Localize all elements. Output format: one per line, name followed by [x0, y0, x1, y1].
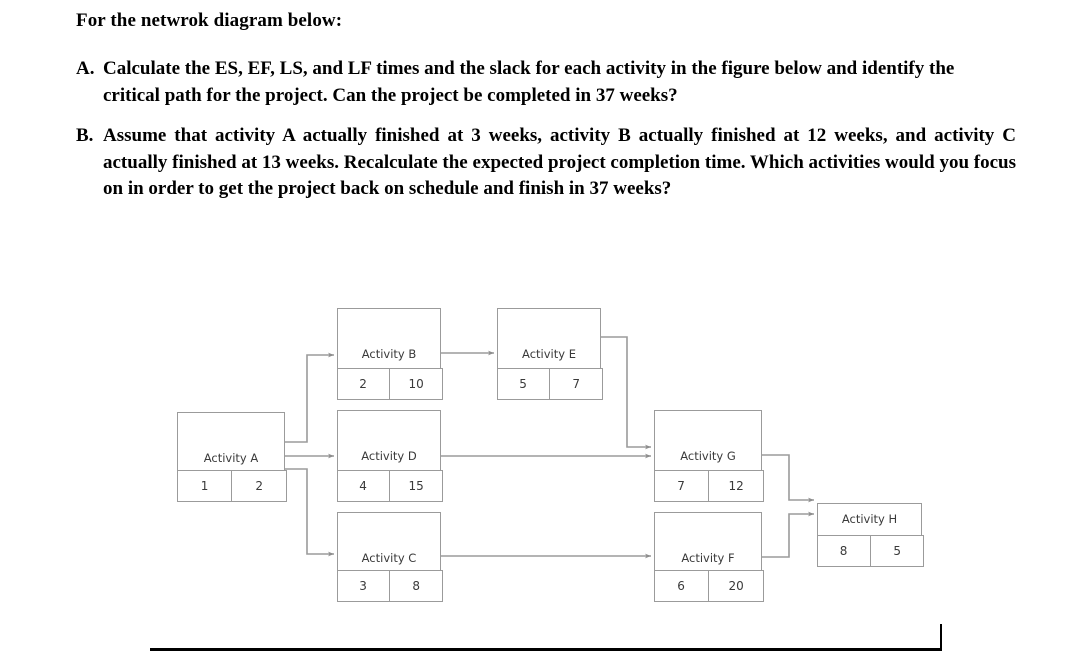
node-g-right-value: 12	[708, 470, 765, 503]
node-g-label: Activity G	[680, 449, 736, 463]
question-item-b: B. Assume that activity A actually finis…	[76, 123, 1016, 203]
edge-g-h	[762, 454, 814, 503]
node-a-label: Activity A	[203, 451, 259, 465]
node-e-right-value: 7	[549, 368, 604, 401]
node-b-left-value: 2	[336, 368, 390, 401]
node-h-label: Activity H	[841, 512, 898, 526]
node-b-label: Activity B	[361, 347, 417, 361]
node-f-left-value: 6	[653, 570, 709, 603]
edge-f-h	[762, 511, 814, 558]
node-activity-g: Activity G 7 12	[653, 410, 765, 503]
question-text-b: Assume that activity A actually finished…	[103, 125, 1016, 199]
edge-a-b	[285, 352, 334, 443]
node-c-left-value: 3	[336, 570, 390, 603]
node-b-right-value: 10	[389, 368, 444, 401]
edge-e-g	[601, 336, 651, 450]
node-e-label: Activity E	[522, 347, 576, 361]
edge-a-c	[285, 468, 334, 557]
node-c-label: Activity C	[361, 551, 417, 565]
node-a-right-value: 2	[231, 470, 288, 503]
footer-vertical-tick	[940, 624, 942, 649]
node-c-right-value: 8	[389, 570, 444, 603]
question-text-a: Calculate the ES, EF, LS, and LF times a…	[103, 58, 955, 106]
node-d-label: Activity D	[361, 449, 417, 463]
node-d-right-value: 15	[389, 470, 444, 503]
question-marker-a: A.	[76, 58, 95, 79]
node-activity-b: Activity B 2 10	[336, 308, 444, 401]
lead-line: For the netwrok diagram below:	[76, 10, 343, 31]
node-activity-h: Activity H 8 5	[816, 503, 925, 568]
node-activity-a: Activity A 1 2	[176, 412, 288, 503]
node-activity-d: Activity D 4 15	[336, 410, 444, 503]
node-activity-f: Activity F 6 20	[653, 512, 765, 603]
node-f-right-value: 20	[708, 570, 765, 603]
node-f-label: Activity F	[681, 551, 735, 565]
node-a-left-value: 1	[176, 470, 233, 503]
node-activity-c: Activity C 3 8	[336, 512, 444, 603]
node-h-left-value: 8	[816, 535, 871, 568]
question-block: For the netwrok diagram below: A. Calcul…	[76, 8, 1016, 217]
node-d-left-value: 4	[336, 470, 390, 503]
node-e-left-value: 5	[496, 368, 550, 401]
node-g-left-value: 7	[653, 470, 709, 503]
node-activity-e: Activity E 5 7	[496, 308, 604, 401]
node-h-right-value: 5	[870, 535, 925, 568]
question-item-a: A. Calculate the ES, EF, LS, and LF time…	[76, 56, 1016, 109]
question-marker-b: B.	[76, 125, 94, 146]
footer-horizontal-rule	[150, 648, 942, 651]
